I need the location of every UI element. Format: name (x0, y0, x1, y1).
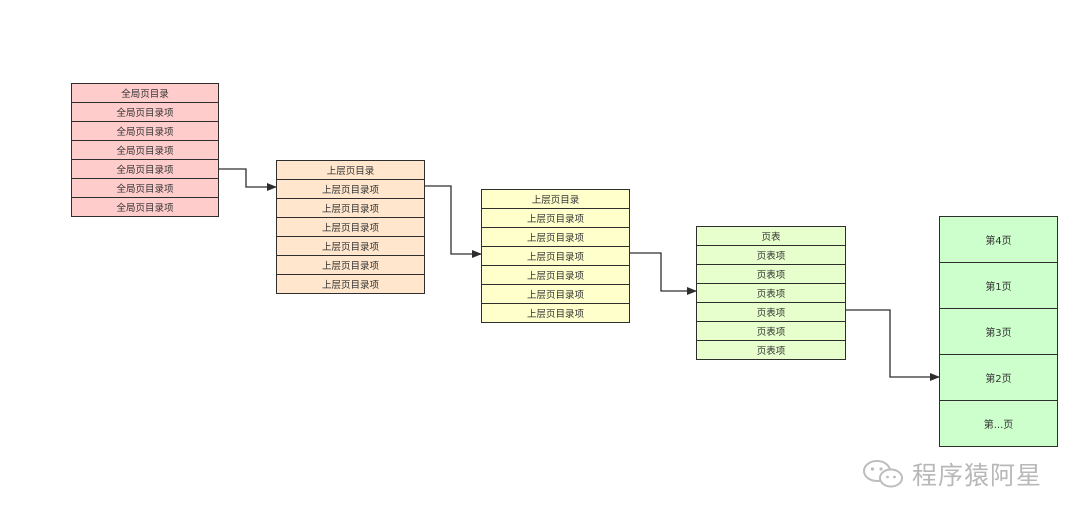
physical-page-4: 第2页 (939, 354, 1058, 401)
arrow-upper1-to-upper2 (424, 185, 482, 258)
watermark: 程序猿阿星 (862, 456, 1042, 492)
page-table: 页表 页表项 页表项 页表项 页表项 页表项 页表项 (696, 226, 846, 360)
physical-page-5: 第...页 (939, 400, 1058, 447)
arrow-pagetable-to-page (845, 309, 940, 381)
physical-page-2: 第1页 (939, 262, 1058, 309)
upper-page-directory-2-entry-6: 上层页目录项 (481, 303, 630, 323)
global-page-directory-entry-6: 全局页目录项 (71, 197, 219, 217)
arrow-global-to-upper1 (218, 168, 277, 191)
global-page-directory-table: 全局页目录 全局页目录项 全局页目录项 全局页目录项 全局页目录项 全局页目录项… (71, 83, 219, 217)
upper-page-directory-1-entry-6: 上层页目录项 (276, 274, 425, 294)
upper-page-directory-table-1: 上层页目录 上层页目录项 上层页目录项 上层页目录项 上层页目录项 上层页目录项… (276, 160, 425, 294)
physical-page-1: 第4页 (939, 216, 1058, 263)
arrow-upper2-to-pagetable (629, 252, 697, 295)
page-table-entry-6: 页表项 (696, 340, 846, 360)
upper-page-directory-table-2: 上层页目录 上层页目录项 上层页目录项 上层页目录项 上层页目录项 上层页目录项… (481, 189, 630, 323)
watermark-text: 程序猿阿星 (912, 461, 1043, 490)
wechat-icon (863, 460, 903, 488)
physical-pages-column: 第4页 第1页 第3页 第2页 第...页 (939, 216, 1058, 447)
